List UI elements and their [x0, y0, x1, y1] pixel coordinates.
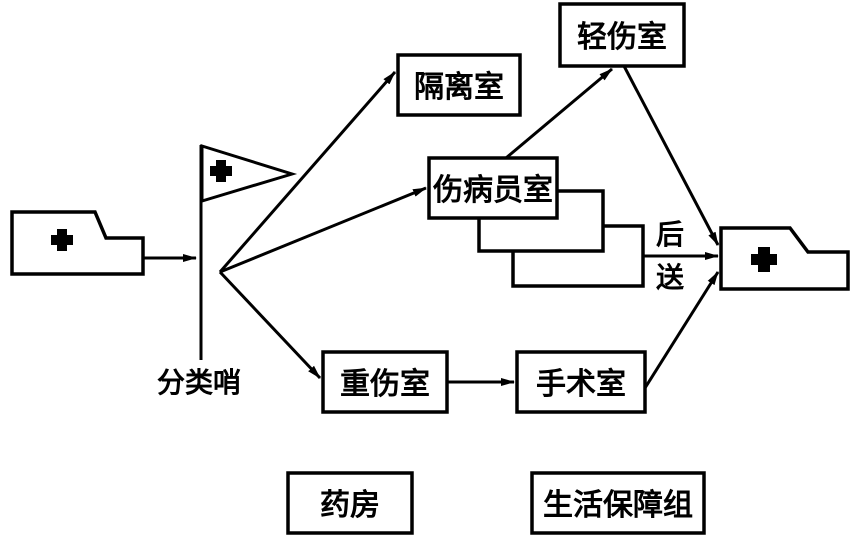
- edge-ward-to-minor: [505, 67, 613, 160]
- isolation-room: 隔离室: [396, 53, 522, 117]
- ambulance-out: [719, 226, 850, 291]
- logistics-group: 生活保障组: [530, 471, 706, 535]
- pharmacy: 药房: [286, 471, 414, 535]
- evacuation-label-2: 送: [656, 261, 684, 294]
- severe-injury-room-label: 重伤室: [340, 367, 430, 402]
- edge-triage-to-severe: [218, 270, 322, 380]
- edge-surgery-to-ambulance-out: [643, 271, 720, 389]
- wounded-ward: 伤病员室: [427, 156, 645, 288]
- edge-triage-to-wounded-ward: [219, 186, 427, 274]
- surgery-room-label: 手术室: [536, 367, 626, 402]
- minor-injury-room-label: 轻伤室: [577, 20, 667, 55]
- surgery-room: 手术室: [515, 350, 647, 414]
- edge-minor-to-ambulance-out: [622, 65, 720, 246]
- ambulance-icon: [10, 210, 145, 276]
- triage-label: 分类哨: [157, 366, 241, 399]
- triage-flag-icon: [200, 143, 298, 204]
- ambulance-in: [10, 210, 145, 276]
- wounded-ward-label: 伤病员室: [432, 173, 553, 208]
- logistics-group-label: 生活保障组: [543, 488, 693, 523]
- edge-triage-to-isolation: [218, 71, 397, 273]
- red-cross-icon: [51, 229, 73, 251]
- isolation-room-label: 隔离室: [414, 70, 504, 105]
- pharmacy-label: 药房: [320, 488, 380, 523]
- minor-injury-room: 轻伤室: [558, 2, 686, 68]
- ward-stack-front: [427, 156, 559, 220]
- red-cross-icon: [210, 160, 232, 182]
- red-cross-icon: [751, 247, 777, 272]
- severe-injury-room: 重伤室: [321, 350, 449, 414]
- evacuation-label-1: 后: [656, 218, 684, 251]
- triage-flag: 分类哨: [157, 143, 298, 399]
- ambulance-icon: [719, 226, 850, 291]
